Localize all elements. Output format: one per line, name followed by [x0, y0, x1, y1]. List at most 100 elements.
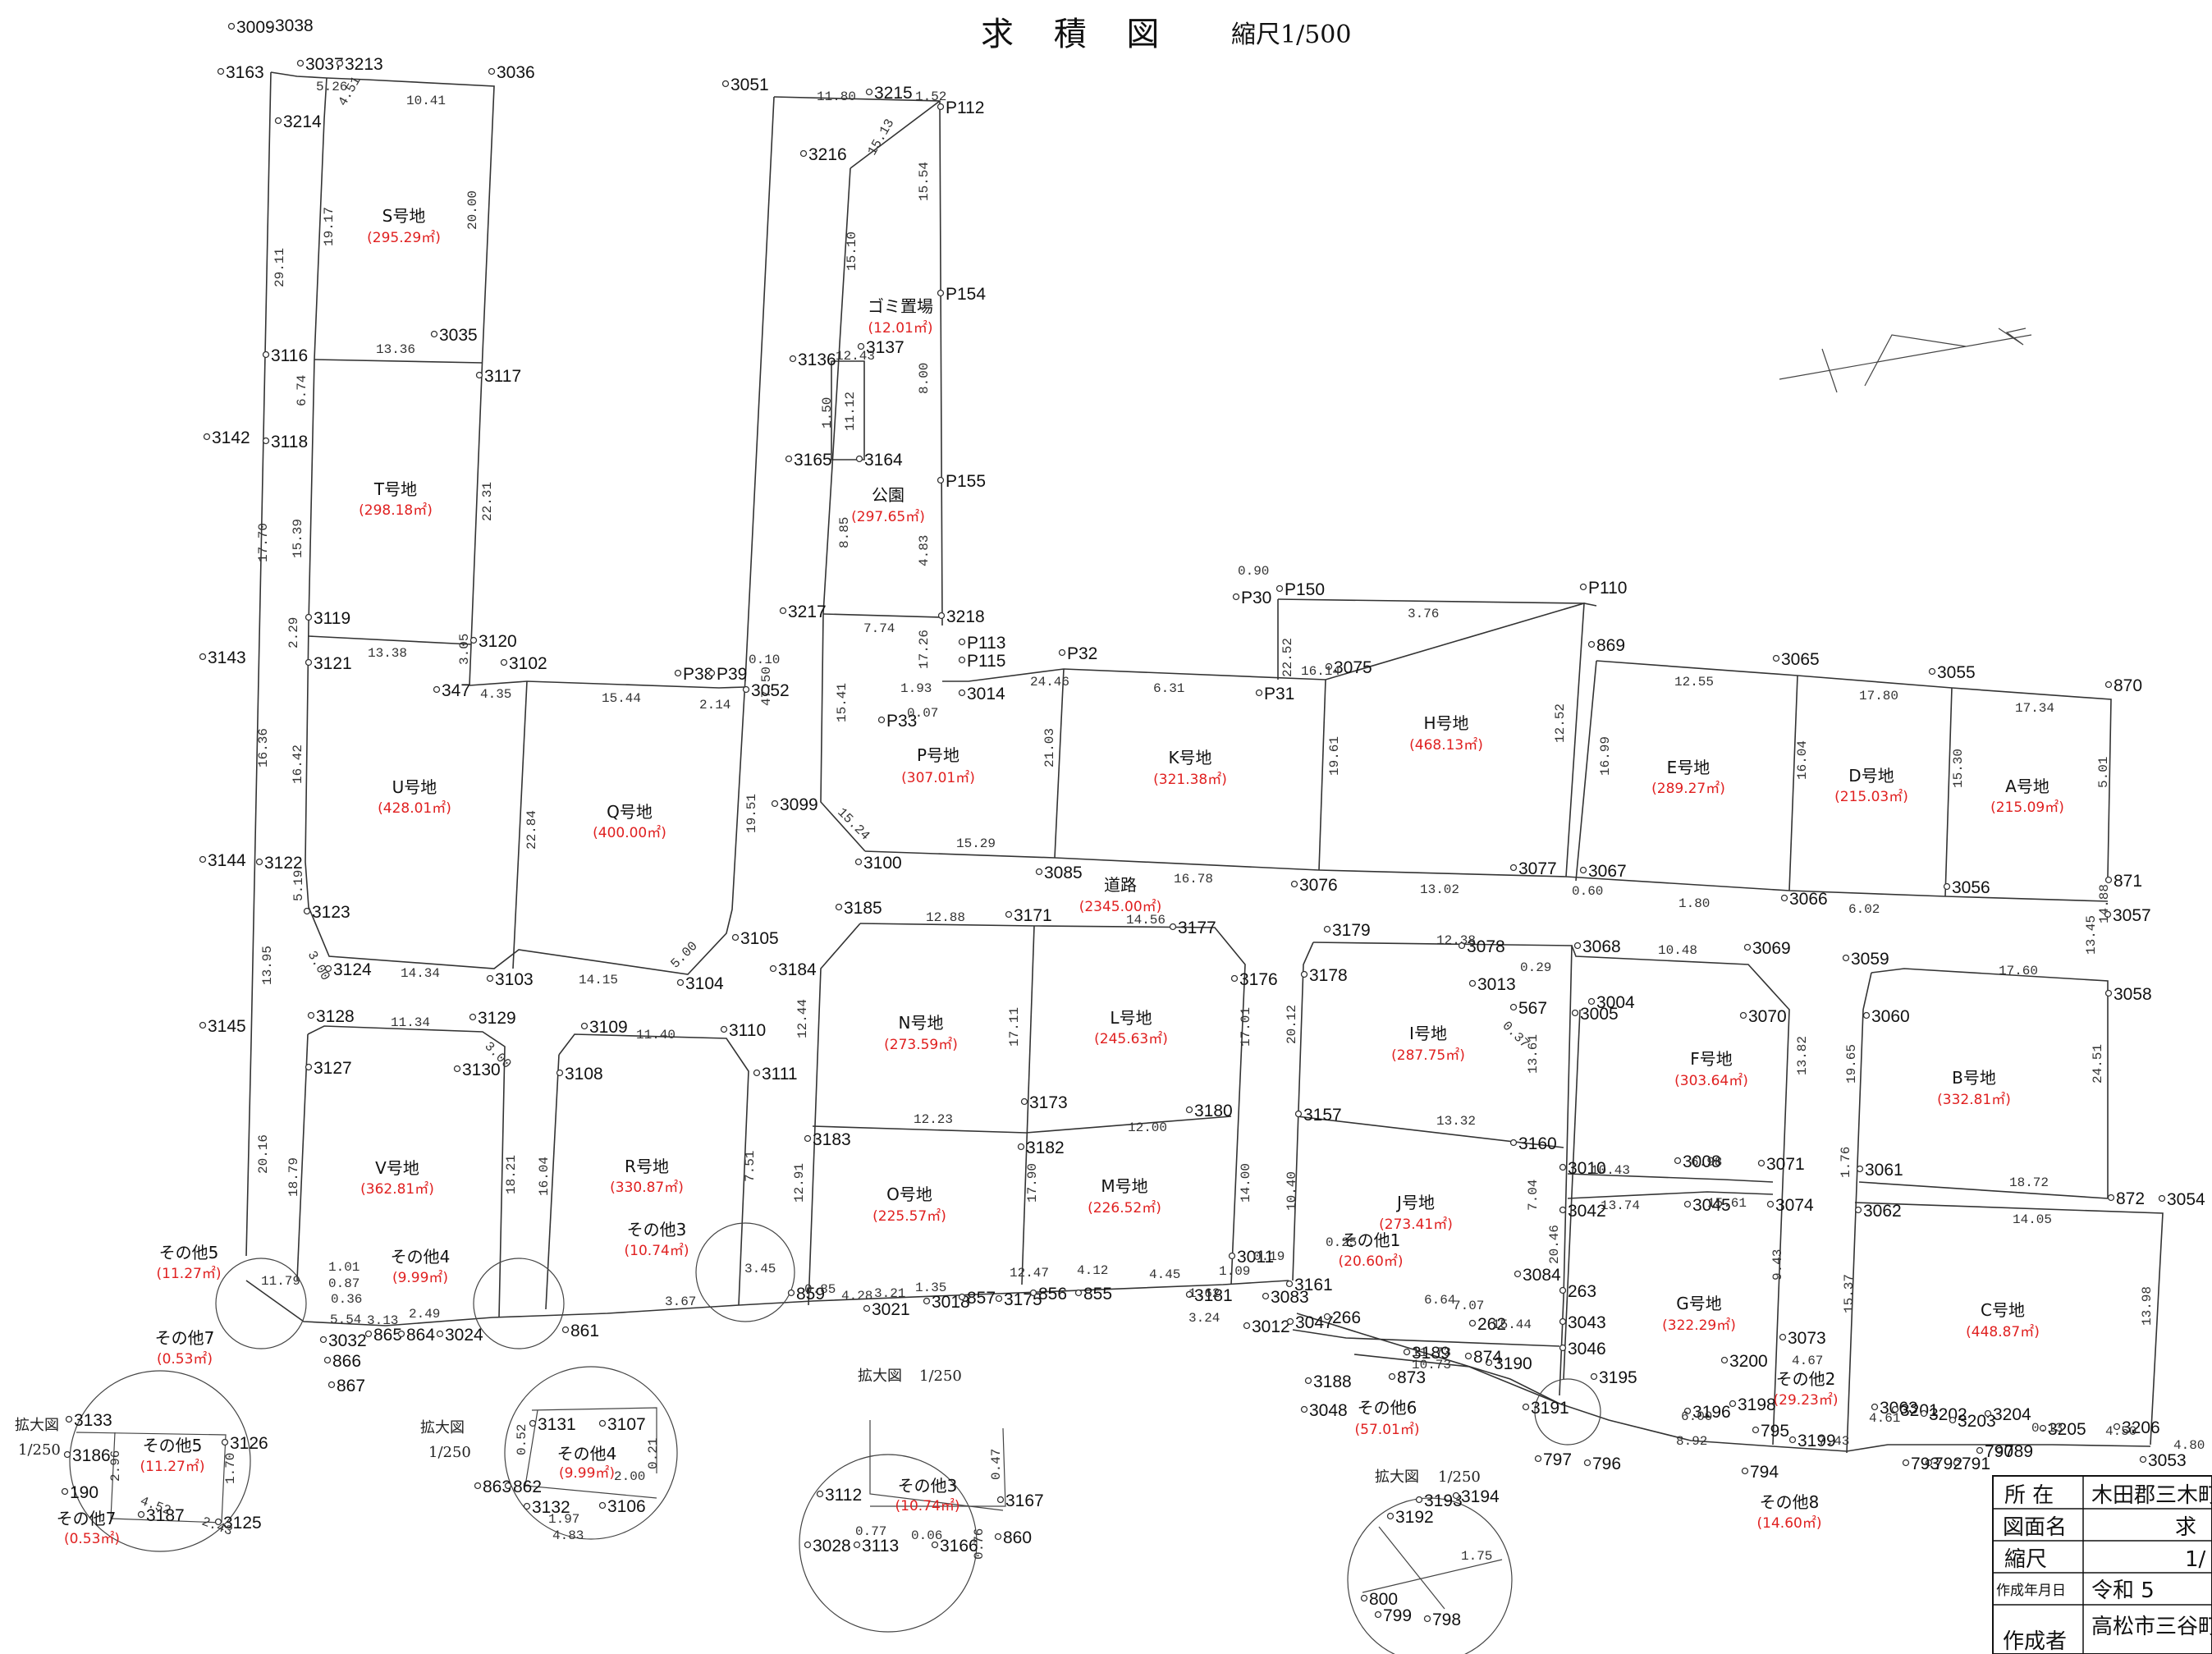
- survey-point: 3109: [580, 1018, 628, 1037]
- survey-point: 3005: [1571, 1005, 1619, 1024]
- survey-point-label: 3058: [2114, 985, 2152, 1004]
- survey-point-marker: [1891, 1405, 1899, 1413]
- survey-point-label: 861: [570, 1322, 599, 1340]
- survey-point-marker: [804, 1134, 812, 1143]
- dimension-label: 6.64: [1424, 1293, 1455, 1308]
- survey-point-label: 789: [2004, 1442, 2033, 1461]
- dimension-label: 1.62: [1188, 1286, 1220, 1301]
- survey-point-marker: [1522, 1403, 1530, 1411]
- survey-point-marker: [1739, 1011, 1747, 1019]
- survey-point: 3119: [305, 609, 350, 628]
- survey-point-label: 3103: [495, 970, 534, 989]
- lot-name: V号地: [375, 1158, 419, 1178]
- survey-point-label: 3056: [1952, 878, 1990, 897]
- survey-point-label: 3160: [1518, 1134, 1557, 1153]
- dimension-label: 19.61: [1327, 736, 1342, 776]
- lot-area: (11.27㎡): [140, 1459, 205, 1475]
- survey-point-marker: [1005, 910, 1013, 919]
- survey-point: 3012: [1243, 1317, 1290, 1336]
- lot-area: (330.87㎡): [610, 1180, 684, 1196]
- survey-point-label: 3108: [565, 1065, 603, 1084]
- dimension-label: 12.88: [926, 910, 965, 925]
- dimension-label: 22.84: [524, 810, 539, 850]
- lot-name: P号地: [917, 745, 959, 765]
- survey-point-label: 3061: [1865, 1161, 1903, 1180]
- survey-point-marker: [1757, 1159, 1765, 1167]
- survey-point-marker: [742, 685, 750, 694]
- survey-point: P39: [708, 665, 747, 684]
- lot-area: (400.00㎡): [593, 825, 666, 841]
- survey-point: 3165: [785, 451, 832, 470]
- survey-point-marker: [1185, 1106, 1193, 1114]
- survey-point-marker: [1452, 1491, 1460, 1500]
- survey-point-marker: [1304, 1377, 1312, 1385]
- dimension-label: 14.05: [2013, 1212, 2052, 1227]
- dimension-label: 0.29: [1520, 960, 1551, 975]
- survey-point-marker: [785, 455, 793, 463]
- survey-point-label: 3014: [967, 685, 1005, 703]
- survey-point: 3125: [214, 1514, 262, 1533]
- survey-point-label: 3127: [314, 1059, 352, 1078]
- survey-point-label: 3038: [275, 16, 314, 35]
- survey-point-marker: [731, 933, 740, 942]
- survey-point-marker: [2158, 1194, 2166, 1203]
- dimension-label: 1.93: [900, 681, 932, 696]
- survey-point: 3124: [324, 960, 372, 979]
- survey-point-label: 3187: [146, 1506, 185, 1525]
- survey-point-label: 3069: [1752, 939, 1791, 958]
- survey-point-label: 3143: [208, 648, 246, 667]
- survey-point: 266: [1323, 1308, 1361, 1327]
- survey-point: 800: [1360, 1590, 1398, 1609]
- lot-name: その他6: [1358, 1398, 1417, 1418]
- lot-name: その他8: [1760, 1492, 1820, 1512]
- survey-point: 3117: [475, 367, 521, 386]
- dimension-label: 8.00: [917, 363, 932, 394]
- survey-point-marker: [221, 1438, 229, 1446]
- dimension-label: 7.07: [1453, 1299, 1484, 1313]
- dimension-label: 15.30: [1951, 749, 1966, 788]
- survey-point-marker: [580, 1022, 588, 1030]
- survey-point: 3137: [857, 338, 904, 357]
- survey-point-label: 3100: [863, 854, 902, 873]
- survey-point: 3163: [217, 63, 264, 82]
- survey-point-label: 3048: [1309, 1401, 1348, 1420]
- survey-point: P155: [937, 472, 986, 491]
- survey-point-marker: [2104, 910, 2112, 919]
- survey-point-marker: [1323, 925, 1331, 933]
- survey-point-marker: [995, 1294, 1003, 1303]
- survey-point-label: 790: [1985, 1442, 2013, 1461]
- dimension-label: 18.72: [2009, 1175, 2049, 1190]
- survey-point-label: 3076: [1299, 876, 1338, 895]
- dimension-label: 1.52: [915, 89, 946, 104]
- survey-point-marker: [303, 907, 311, 915]
- dimension-label: 16.78: [1174, 872, 1213, 887]
- dimension-label: 18.21: [504, 1155, 519, 1194]
- survey-point: 3131: [529, 1415, 576, 1434]
- survey-point-marker: [274, 117, 282, 125]
- dimension-label: 8.92: [1676, 1434, 1707, 1449]
- dimension-label: 1.50: [820, 397, 835, 428]
- survey-point: P33: [877, 712, 917, 731]
- lot-area: (10.74㎡): [625, 1243, 689, 1259]
- survey-point-label: 856: [1038, 1285, 1067, 1303]
- dimension-label: 12.23: [914, 1112, 953, 1127]
- dimension-label: 17.11: [1007, 1007, 1022, 1047]
- dimension-label: 17.90: [1025, 1163, 1040, 1203]
- dimension-label: 4.50: [2105, 1424, 2136, 1439]
- survey-point: P38: [674, 665, 713, 684]
- survey-point-label: 860: [1003, 1528, 1032, 1547]
- lot-area: (11.27㎡): [157, 1266, 222, 1282]
- survey-point-marker: [1559, 1163, 1567, 1171]
- lot-area: (245.63㎡): [1094, 1031, 1168, 1047]
- survey-point-marker: [364, 1330, 373, 1338]
- survey-point-label: 263: [1568, 1282, 1596, 1301]
- dimension-label: 7.04: [1526, 1180, 1541, 1211]
- dimension-label: 13.02: [1420, 882, 1459, 897]
- survey-point: 3171: [1005, 906, 1052, 925]
- survey-point: 3192: [1386, 1508, 1434, 1527]
- survey-point: 3056: [1943, 878, 1990, 897]
- survey-point-label: 3054: [2167, 1190, 2205, 1209]
- survey-point-label: 869: [1596, 636, 1625, 655]
- survey-point: 3190: [1485, 1354, 1532, 1373]
